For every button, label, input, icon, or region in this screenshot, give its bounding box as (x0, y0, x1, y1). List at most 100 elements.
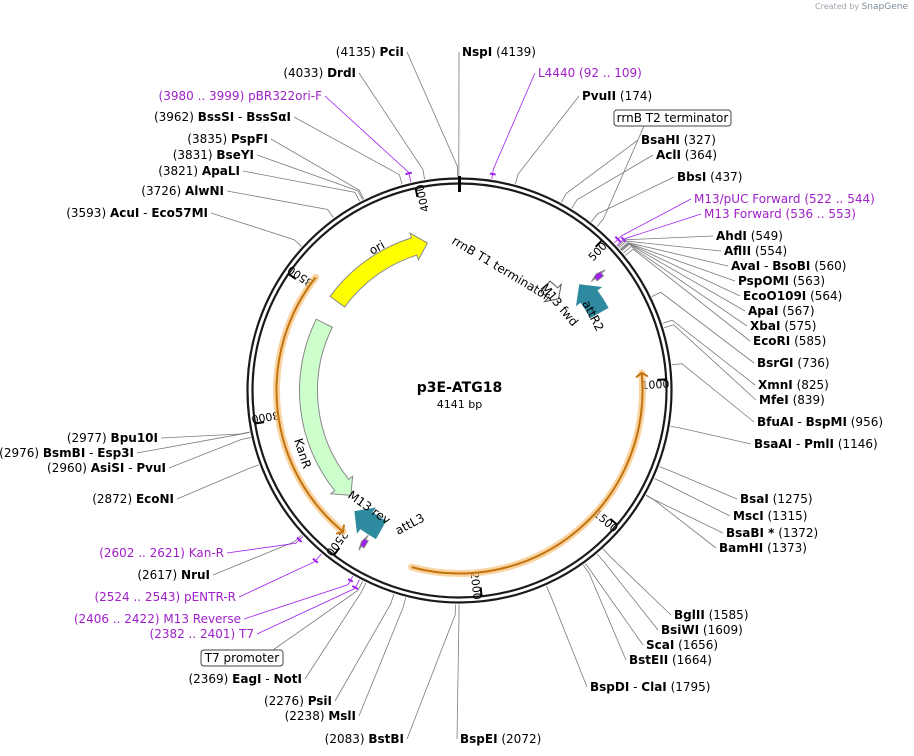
enzyme-site-bsai[interactable]: BsaI (1275) (740, 492, 813, 506)
enzyme-site-aflii[interactable]: AflII (554) (724, 244, 787, 258)
enzyme-name-aflii: AflII (724, 244, 751, 258)
enzyme-site-bspdi[interactable]: BspDI - ClaI (1795) (590, 680, 710, 694)
leader-eagi (304, 582, 367, 680)
enzyme-site-bsteii[interactable]: BstEII (1664) (629, 653, 712, 667)
feature-arrow-attr2[interactable] (575, 284, 609, 319)
enzyme-site-pspfi[interactable]: (3835) PspFI (187, 132, 268, 146)
enzyme-site-ecori[interactable]: EcoRI (585) (753, 334, 826, 348)
enzyme-site-psii[interactable]: (2276) PsiI (264, 694, 332, 708)
enzyme-site-apai[interactable]: ApaI (567) (748, 304, 815, 318)
enzyme-name-bspei: BspEI (460, 732, 498, 746)
enzyme-site-pvuii[interactable]: PvuII (174) (582, 89, 652, 103)
enzyme-site-bbsi[interactable]: BbsI (437) (677, 170, 742, 184)
orf-arc-1 (411, 372, 644, 575)
box-label-t7-promoter[interactable]: T7 promoter (204, 651, 280, 665)
enzyme-name-eagi: EagI (232, 672, 261, 686)
primer-range-kan-r: (2602 .. 2621) (99, 546, 189, 560)
primer-mark-m13-forward (620, 236, 627, 243)
credit-text: Created by (815, 2, 860, 11)
enzyme-site-bsssi[interactable]: (3962) BssSI - BssSαI (154, 110, 291, 124)
leader-pspfi (270, 138, 365, 200)
enzyme-site-alwni[interactable]: (3726) AlwNI (141, 184, 224, 198)
enzyme-site-bglii[interactable]: BglII (1585) (674, 608, 749, 622)
enzyme-site-econi[interactable]: (2872) EcoNI (92, 492, 174, 506)
enzyme-pos-xbai: (575) (780, 319, 816, 333)
feature-arrow-m13-rev[interactable] (358, 534, 369, 551)
enzyme-site-acli[interactable]: AclI (364) (656, 148, 717, 162)
enzyme-site-apali[interactable]: (3821) ApaLI (158, 164, 240, 178)
leader-pcii (406, 51, 458, 177)
primer-label-pentr-r[interactable]: (2524 .. 2543) pENTR-R (94, 590, 236, 604)
enzyme-site-msli[interactable]: (2238) MslI (285, 709, 356, 723)
enzyme-site-mfei[interactable]: MfeI (839) (759, 393, 825, 407)
enzyme-site-acui[interactable]: (3593) AcuI - Eco57MI (66, 206, 208, 220)
enzyme-site-avai[interactable]: AvaI - BsoBI (560) (731, 259, 846, 273)
box-label-rrnb-t2-terminator[interactable]: rrnB T2 terminator (617, 111, 729, 125)
enzyme-site-bstbi[interactable]: (2083) BstBI (325, 732, 404, 746)
enzyme-site-eagi[interactable]: (2369) EagI - NotI (188, 672, 302, 686)
enzyme-name-bamhi: BamHI (719, 541, 763, 555)
enzyme-site-xbai[interactable]: XbaI (575) (750, 319, 817, 333)
enzyme-site-bseyi[interactable]: (3831) BseYI (173, 148, 254, 162)
tick-mark-2000 (479, 587, 483, 597)
leader-bsabi (645, 494, 724, 534)
enzyme-pos-ahdi: (549) (747, 229, 783, 243)
enzyme-pos-eagi: (2369) (188, 672, 232, 686)
feature-arrow-ori[interactable] (329, 232, 429, 308)
orf-arrowhead-1 (635, 371, 649, 379)
enzyme-site-xmni[interactable]: XmnI (825) (758, 378, 829, 392)
enzyme-site-drdi[interactable]: (4033) DrdI (283, 66, 356, 80)
enzyme-name-psii: PsiI (308, 694, 332, 708)
enzyme-name-apali: ApaLI (202, 164, 240, 178)
box-frame-t7-promoter (200, 649, 284, 667)
primer-label-m13-forward[interactable]: M13 Forward (536 .. 553) (704, 207, 856, 221)
enzyme-site-bfuai[interactable]: BfuAI - BspMI (956) (757, 415, 883, 429)
leader-ecori (625, 248, 751, 342)
enzyme-site-nrui[interactable]: (2617) NruI (137, 568, 210, 582)
primer-mark-pentr-r (312, 557, 319, 564)
enzyme-pos-bstbi: (2083) (325, 732, 369, 746)
primer-label-m13-reverse[interactable]: (2406 .. 2422) M13 Reverse (74, 612, 241, 626)
feature-arrow-m13-fwd[interactable] (590, 269, 606, 282)
feature-arrow-rrnb-t1-terminator[interactable] (540, 280, 562, 303)
enzyme-site-ahdi[interactable]: AhdI (549) (716, 229, 783, 243)
orf-arc-2 (275, 276, 344, 533)
leader-bstbi (406, 604, 456, 740)
primer-label-kan-r[interactable]: (2602 .. 2621) Kan-R (99, 546, 224, 560)
leader-bglii (602, 548, 672, 616)
primer-label-pbr322ori-f[interactable]: (3980 .. 3999) pBR322ori-F (159, 89, 323, 103)
enzyme-site-bpu10i[interactable]: (2977) Bpu10I (67, 431, 158, 445)
enzyme-site-asisi[interactable]: (2960) AsiSI - PvuI (47, 461, 166, 475)
feature-arrow-kanr[interactable] (299, 318, 354, 496)
feature-arrow-attl3[interactable] (354, 507, 387, 540)
enzyme-site-scai[interactable]: ScaI (1656) (646, 638, 718, 652)
leader-avai (619, 242, 729, 267)
primer-label-t7[interactable]: (2382 .. 2401) T7 (150, 627, 254, 641)
leader-bspei (456, 604, 460, 740)
box-frame-rrnb-t2-terminator (613, 109, 732, 127)
enzyme-site-bsaai[interactable]: BsaAI - PmlI (1146) (754, 437, 878, 451)
enzyme-name2-eagi: NotI (274, 672, 303, 686)
enzyme-site-bsahi[interactable]: BsaHI (327) (641, 133, 716, 147)
enzyme-site-bsiwi[interactable]: BsiWI (1609) (661, 623, 743, 637)
enzyme-site-ecoo109i[interactable]: EcoO109I (564) (743, 289, 842, 303)
leader-drdi (358, 72, 425, 180)
enzyme-site-bamhi[interactable]: BamHI (1373) (719, 541, 807, 555)
enzyme-site-bsrgi[interactable]: BsrGI (736) (757, 356, 830, 370)
primer-label-m13-puc-forward[interactable]: M13/pUC Forward (522 .. 544) (694, 192, 875, 206)
enzyme-site-bsmbi[interactable]: (2976) BsmBI - Esp3I (0, 446, 134, 460)
enzyme-site-pspomi[interactable]: PspOMI (563) (738, 274, 825, 288)
tick-label-3000: 3000 (250, 408, 280, 425)
enzyme-site-nspi[interactable]: NspI (4139) (462, 45, 536, 59)
enzyme-site-bspei[interactable]: BspEI (2072) (460, 732, 541, 746)
enzyme-site-bsabi[interactable]: BsaBI * (1372) (726, 526, 818, 540)
enzyme-pos-bsabi: (1372) (774, 526, 818, 540)
enzyme-site-pcii[interactable]: (4135) PciI (336, 45, 404, 59)
leader-scai (585, 563, 644, 646)
primer-label-l4440[interactable]: L4440 (92 .. 109) (538, 66, 642, 80)
leader-xmni (662, 319, 756, 386)
leader-bseyi (256, 154, 363, 200)
site-labels: NspI (4139) PvuII (174) BsaHI (327)AclI (3… (0, 45, 883, 746)
enzyme-site-msci[interactable]: MscI (1315) (733, 509, 807, 523)
leader-primer-pentr-r (238, 553, 322, 598)
